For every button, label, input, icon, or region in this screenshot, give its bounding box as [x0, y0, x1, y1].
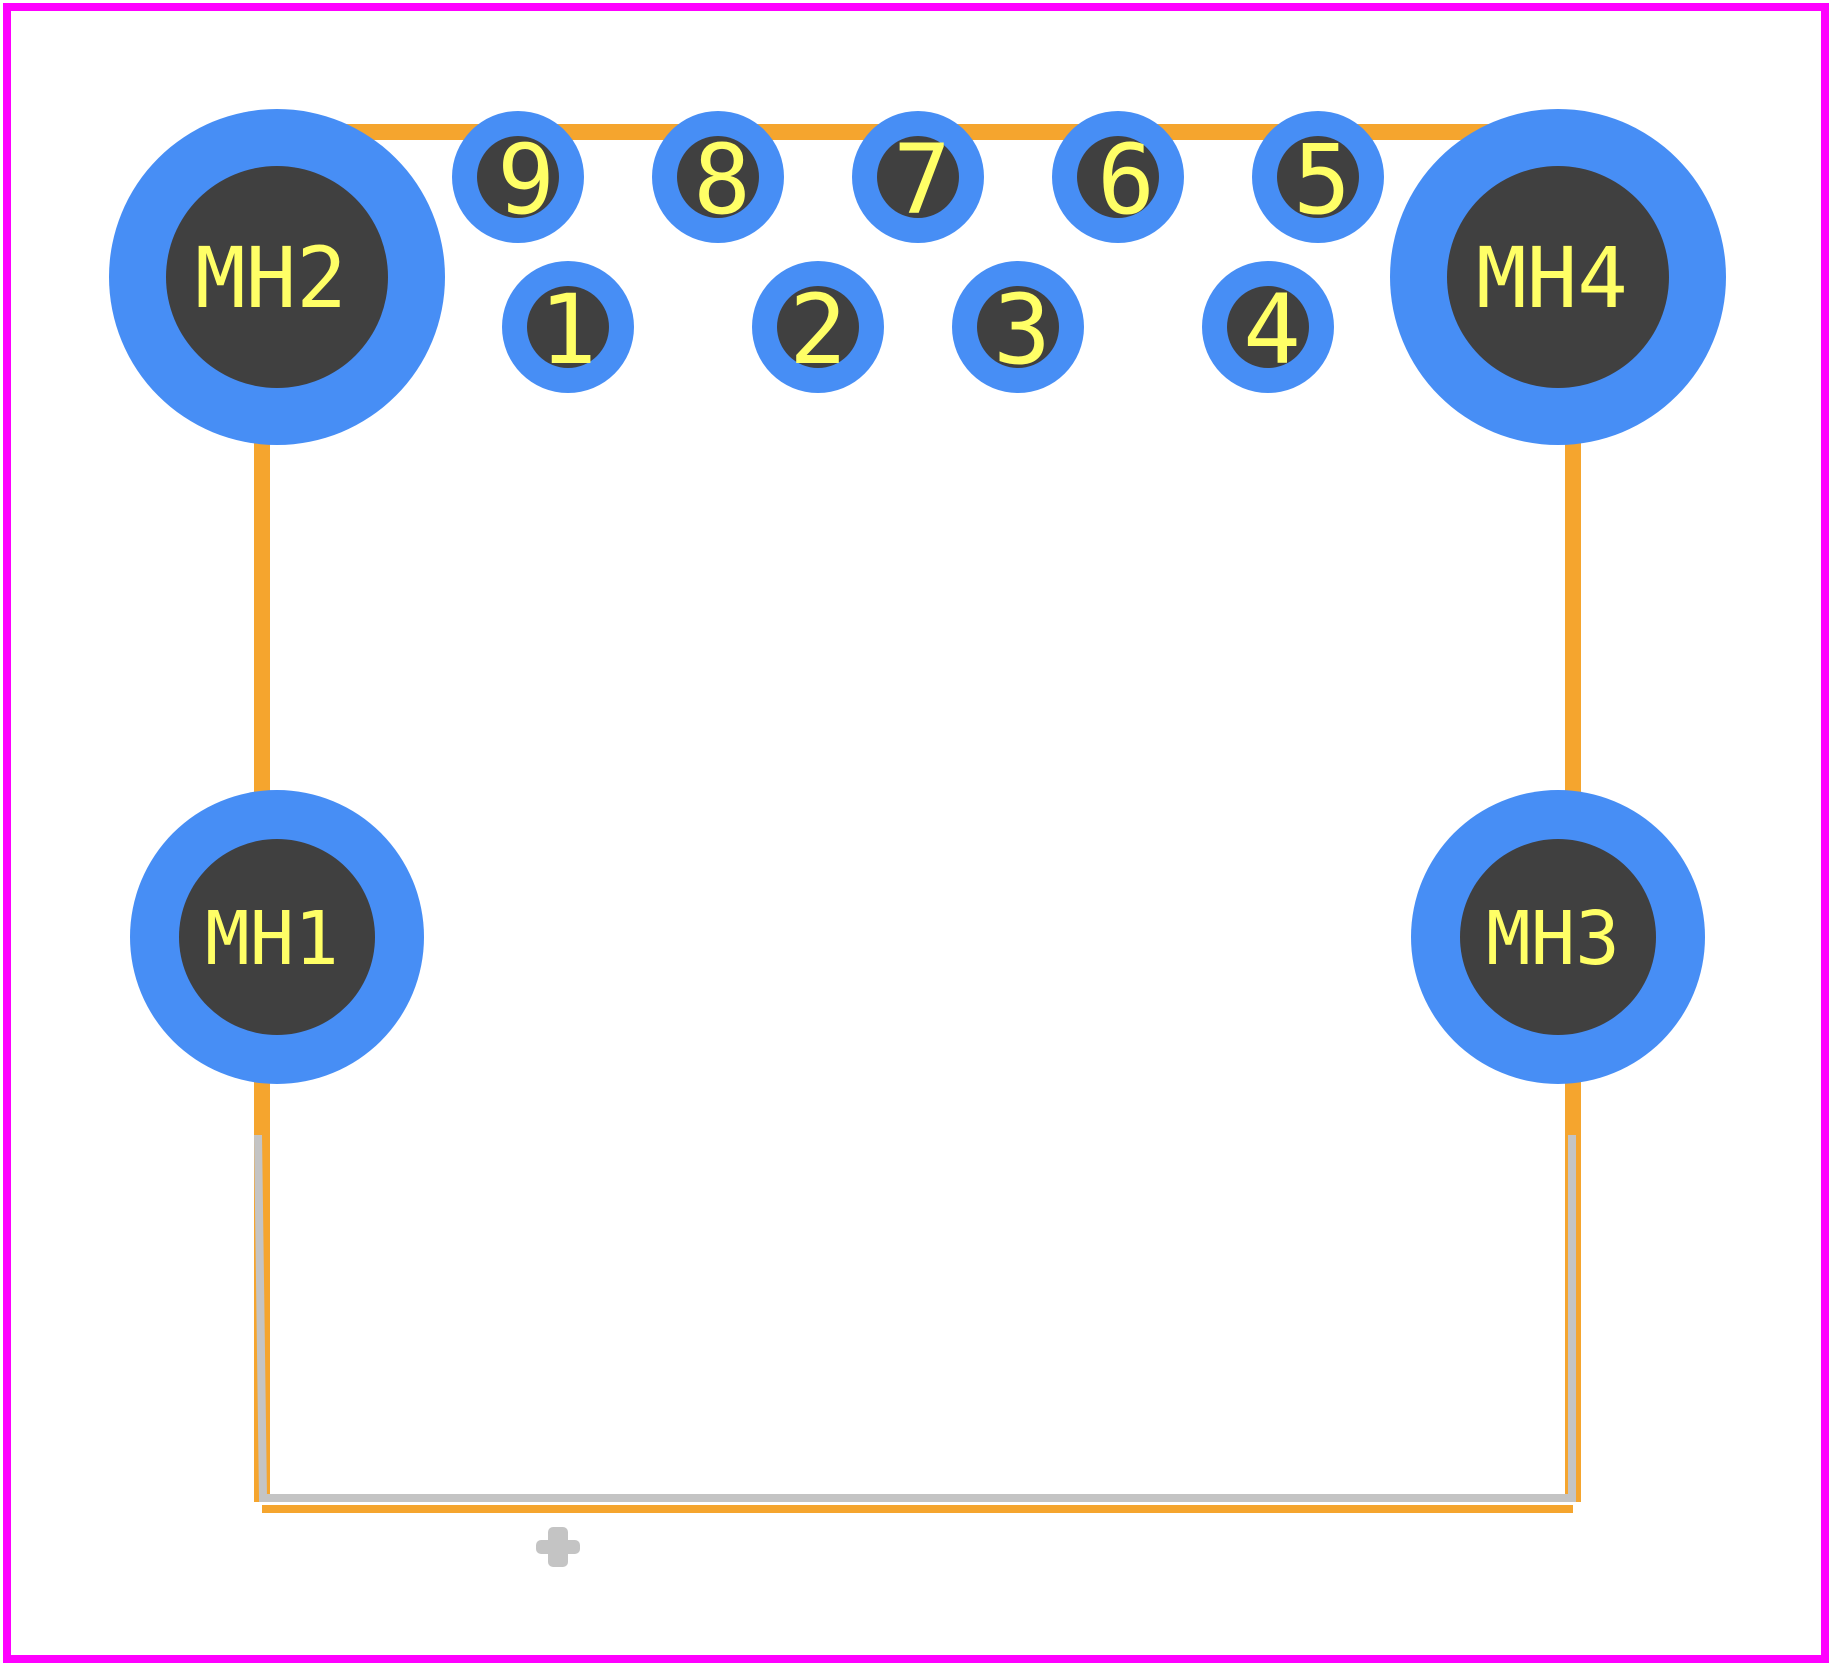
pin-number: 3 [993, 274, 1051, 386]
pin-pad-6: 6 [1052, 111, 1184, 243]
drill-hole [977, 286, 1059, 368]
mounting-hole-label: MH3 [1486, 896, 1620, 982]
drill-hole [1460, 839, 1656, 1035]
pin-number: 7 [893, 124, 951, 236]
pin-pad-9: 9 [452, 111, 584, 243]
pin-number: 1 [539, 274, 597, 386]
pin-number: 6 [1097, 124, 1155, 236]
mounting-hole-mh2: MH2 [109, 109, 445, 445]
pin-pad-4: 4 [1202, 261, 1334, 393]
drill-hole [1447, 166, 1669, 388]
mounting-hole-label: MH2 [195, 229, 347, 327]
drill-hole [1227, 286, 1309, 368]
pin-number: 4 [1243, 274, 1301, 386]
pin-number: 5 [1293, 124, 1351, 236]
drill-hole [477, 136, 559, 218]
drill-hole [179, 839, 375, 1035]
mounting-hole-label: MH1 [205, 896, 339, 982]
drill-hole [877, 136, 959, 218]
mounting-hole-mh4: MH4 [1390, 109, 1726, 445]
drill-hole [677, 136, 759, 218]
drill-hole [1277, 136, 1359, 218]
courtyard-outline [254, 1134, 1576, 1502]
pin-pad-1: 1 [502, 261, 634, 393]
pin-pad-3: 3 [952, 261, 1084, 393]
mounting-hole-label: MH4 [1476, 229, 1628, 327]
pin-pad-2: 2 [752, 261, 884, 393]
pin-pad-7: 7 [852, 111, 984, 243]
mounting-hole-mh3: MH3 [1411, 790, 1705, 1084]
pin-pad-5: 5 [1252, 111, 1384, 243]
mounting-hole-mh1: MH1 [130, 790, 424, 1084]
board-outline [3, 3, 1829, 1663]
drill-hole [166, 166, 388, 388]
drill-hole [1077, 136, 1159, 218]
drill-hole [777, 286, 859, 368]
pin-number: 2 [789, 274, 847, 386]
pin-number: 9 [497, 124, 555, 236]
pin-pad-8: 8 [652, 111, 784, 243]
pin-number: 8 [693, 124, 751, 236]
crosshair-origin-icon [536, 1527, 580, 1567]
drill-hole [527, 286, 609, 368]
silkscreen-outline [254, 124, 1581, 1502]
